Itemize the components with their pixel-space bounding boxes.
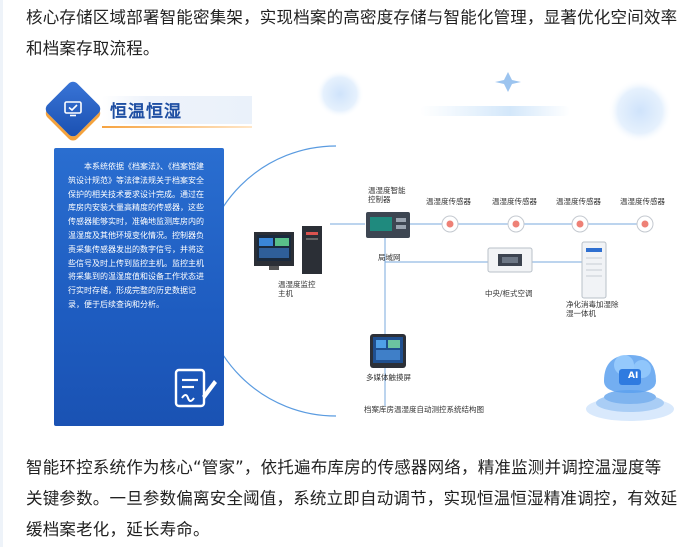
description-card: 本系统依据《档案法》、《档案馆建筑设计规范》等法律法规关于档案安全保护的相关技术… bbox=[54, 148, 224, 426]
sensor-3 bbox=[571, 215, 589, 233]
label-sensor-2: 温湿度传感器 bbox=[492, 197, 537, 206]
intro-paragraph: 核心存储区域部署智能密集架，实现档案的高密度存储与智能化管理，显著优化空间效率和… bbox=[26, 8, 678, 58]
ac-unit bbox=[487, 247, 533, 273]
ai-hologram bbox=[586, 355, 674, 421]
glow-circle-right bbox=[608, 79, 672, 143]
label-sensor-3: 温湿度传感器 bbox=[556, 197, 601, 206]
label-lan: 局域网 bbox=[378, 253, 401, 262]
purifier-unit bbox=[581, 241, 607, 299]
host-computer bbox=[254, 226, 322, 274]
label-purifier: 净化消毒加湿除湿一体机 bbox=[566, 300, 619, 318]
label-host: 温湿度监控主机 bbox=[278, 280, 316, 298]
label-controller: 温湿度智能控制器 bbox=[368, 186, 406, 204]
touch-screen bbox=[370, 334, 406, 368]
label-sensor-1: 温湿度传感器 bbox=[426, 197, 471, 206]
heading-title: 恒温恒湿 bbox=[110, 102, 182, 122]
section-heading: 恒温恒湿 bbox=[43, 79, 252, 139]
monitor-check-icon bbox=[52, 88, 94, 130]
heading-underline bbox=[102, 126, 252, 128]
sensor-1 bbox=[441, 215, 459, 233]
left-border-rule bbox=[0, 0, 3, 547]
sensor-2 bbox=[507, 215, 525, 233]
sensor-4 bbox=[636, 215, 654, 233]
label-sensor-4: 温湿度传感器 bbox=[620, 197, 665, 206]
system-figure: 恒温恒湿 本系统依据《档案法》、《档案馆建筑设计规范》等法律法规关于档案安全保护… bbox=[40, 66, 680, 436]
label-screen: 多媒体触摸屏 bbox=[366, 373, 411, 382]
label-ac: 中央/柜式空调 bbox=[485, 289, 533, 298]
star-icon bbox=[495, 72, 521, 92]
glow-stripe bbox=[420, 106, 570, 116]
document-edit-icon bbox=[174, 368, 217, 408]
heading-bar bbox=[102, 96, 252, 124]
glow-circle-left bbox=[316, 70, 364, 118]
card-description: 本系统依据《档案法》、《档案馆建筑设计规范》等法律法规关于档案安全保护的相关技术… bbox=[68, 162, 204, 309]
controller-device bbox=[366, 212, 410, 238]
body-paragraph: 智能环控系统作为核心“管家”，依托遍布库房的传感器网络，精准监测并调控温湿度等关… bbox=[26, 458, 678, 539]
figure-decoration bbox=[200, 70, 674, 421]
figure-caption: 档案库房温湿度自动测控系统结构图 bbox=[364, 405, 484, 414]
label-ai: AI bbox=[628, 371, 639, 381]
